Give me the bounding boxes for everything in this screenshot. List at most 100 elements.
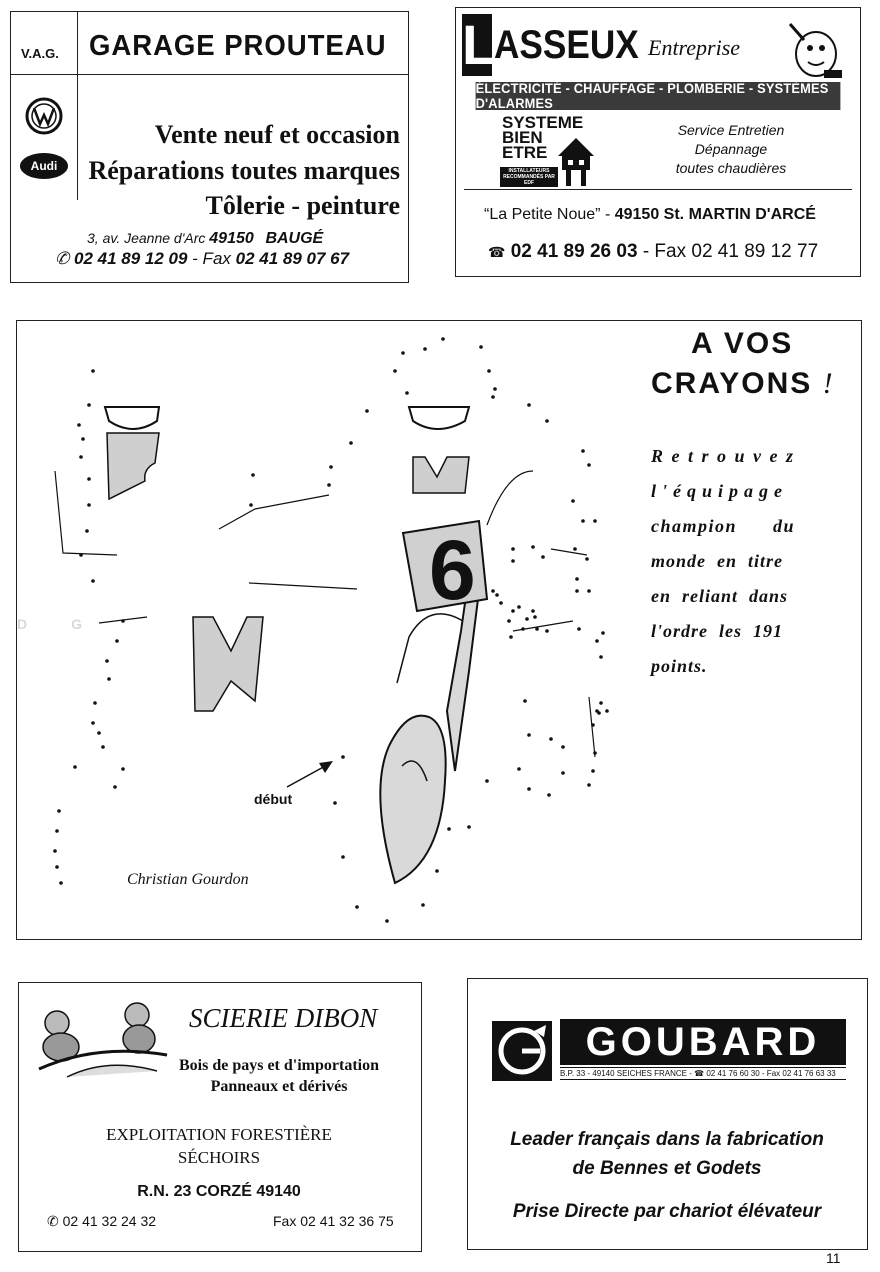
puzzle-dot [601,631,605,635]
puzzle-dot [535,627,539,631]
dot-to-dot-puzzle: 6 DG A VOS CRAYONS ! R e t r o u v e z l… [16,320,862,940]
goubard-ad: GOUBARD B.P. 33 - 49140 SEICHES FRANCE -… [467,978,868,1250]
puzzle-dot [507,619,511,623]
puzzle-dot [401,351,405,355]
puzzle-dot [597,711,601,715]
vw-logo-icon [25,97,63,135]
puzzle-dot [73,765,77,769]
goubard-logo-icon [492,1021,552,1081]
goubard-name: GOUBARD [560,1019,846,1065]
scierie-dibon-ad: SCIERIE DIBON Bois de pays et d'importat… [18,982,422,1252]
page-number: 11 [826,1250,841,1266]
scierie-activities: EXPLOITATION FORESTIÈRE SÉCHOIRS [106,1125,332,1167]
watermark-row: DG [17,616,126,632]
puzzle-title-line1: A VOS [691,327,794,360]
puzzle-dot [527,733,531,737]
puzzle-dot [531,609,535,613]
puzzle-dot [341,755,345,759]
garage-phone-line: ✆ 02 41 89 12 09 - Fax 02 41 89 07 67 [55,249,350,268]
puzzle-dot [121,767,125,771]
mascot-icon [788,23,842,78]
puzzle-dot [327,483,331,487]
puzzle-dot [393,369,397,373]
phone-icon: ☎ [488,244,506,260]
puzzle-dot [59,881,63,885]
puzzle-dot [385,919,389,923]
puzzle-dot [115,639,119,643]
puzzle-dot [105,659,109,663]
lasseux-services: Service Entretien Dépannage toutes chaud… [675,122,787,176]
start-label: début [254,791,293,807]
puzzle-dot [487,369,491,373]
puzzle-dot [79,455,83,459]
puzzle-dot [87,477,91,481]
puzzle-dot [355,905,359,909]
lasseux-divider [464,189,852,190]
systeme-bien-etre-logo: SYSTEME BIEN ETRE [502,113,584,162]
puzzle-dot [527,403,531,407]
scierie-address: R.N. 23 CORZÉ 49140 [137,1183,301,1200]
artist-signature: Christian Gourdon [127,871,249,888]
puzzle-dot [121,619,125,623]
puzzle-dot [581,449,585,453]
goubard-tagline: Leader français dans la fabrication de B… [510,1129,824,1179]
puzzle-drawing: 6 [53,337,609,923]
puzzle-dot [81,437,85,441]
puzzle-dot [509,635,513,639]
puzzle-dot [587,463,591,467]
puzzle-dot [587,589,591,593]
puzzle-dot [549,737,553,741]
puzzle-dot [533,615,537,619]
puzzle-dot [517,767,521,771]
lasseux-ad: L ASSEUX Entreprise ÉLECTRICITÉ - CHAUFF… [455,7,861,277]
garage-name: GARAGE PROUTEAU [89,30,387,62]
puzzle-dot [545,629,549,633]
vag-label: V.A.G. [21,46,59,61]
puzzle-dot [53,849,57,853]
puzzle-dot [441,337,445,341]
puzzle-dot [587,783,591,787]
puzzle-dot [435,869,439,873]
puzzle-dot [491,589,495,593]
puzzle-dot [93,701,97,705]
puzzle-dot [521,627,525,631]
header-divider [11,74,408,75]
puzzle-dot [249,503,253,507]
lasseux-initial: L [462,13,497,76]
puzzle-dot [405,391,409,395]
puzzle-dot [525,617,529,621]
puzzle-dot [605,709,609,713]
puzzle-dot [491,395,495,399]
puzzle-dot [365,409,369,413]
puzzle-dot [79,553,83,557]
puzzle-dot [561,745,565,749]
puzzle-dot [85,529,89,533]
puzzle-dot [91,579,95,583]
puzzle-dot [573,547,577,551]
puzzle-dot [531,545,535,549]
puzzle-dot [485,779,489,783]
puzzle-dot [57,809,61,813]
puzzle-dot [113,785,117,789]
puzzle-instructions: R e t r o u v e z l'équipage champion du… [651,446,796,676]
puzzle-dot [447,827,451,831]
goubard-feature: Prise Directe par chariot élévateur [512,1201,822,1222]
puzzle-dot [591,723,595,727]
puzzle-dot [251,473,255,477]
plate-number: 6 [429,523,476,617]
puzzle-dot [599,655,603,659]
garage-line3: Tôlerie - peinture [205,191,400,220]
puzzle-dot [421,903,425,907]
house-icon [558,138,594,186]
puzzle-dot [87,503,91,507]
puzzle-dot [561,771,565,775]
puzzle-dot [55,829,59,833]
puzzle-dot [511,559,515,563]
puzzle-dot [467,825,471,829]
puzzle-dot [493,387,497,391]
puzzle-dot [511,609,515,613]
puzzle-dot [593,519,597,523]
puzzle-dot [333,801,337,805]
puzzle-dot [575,577,579,581]
puzzle-dot [545,419,549,423]
